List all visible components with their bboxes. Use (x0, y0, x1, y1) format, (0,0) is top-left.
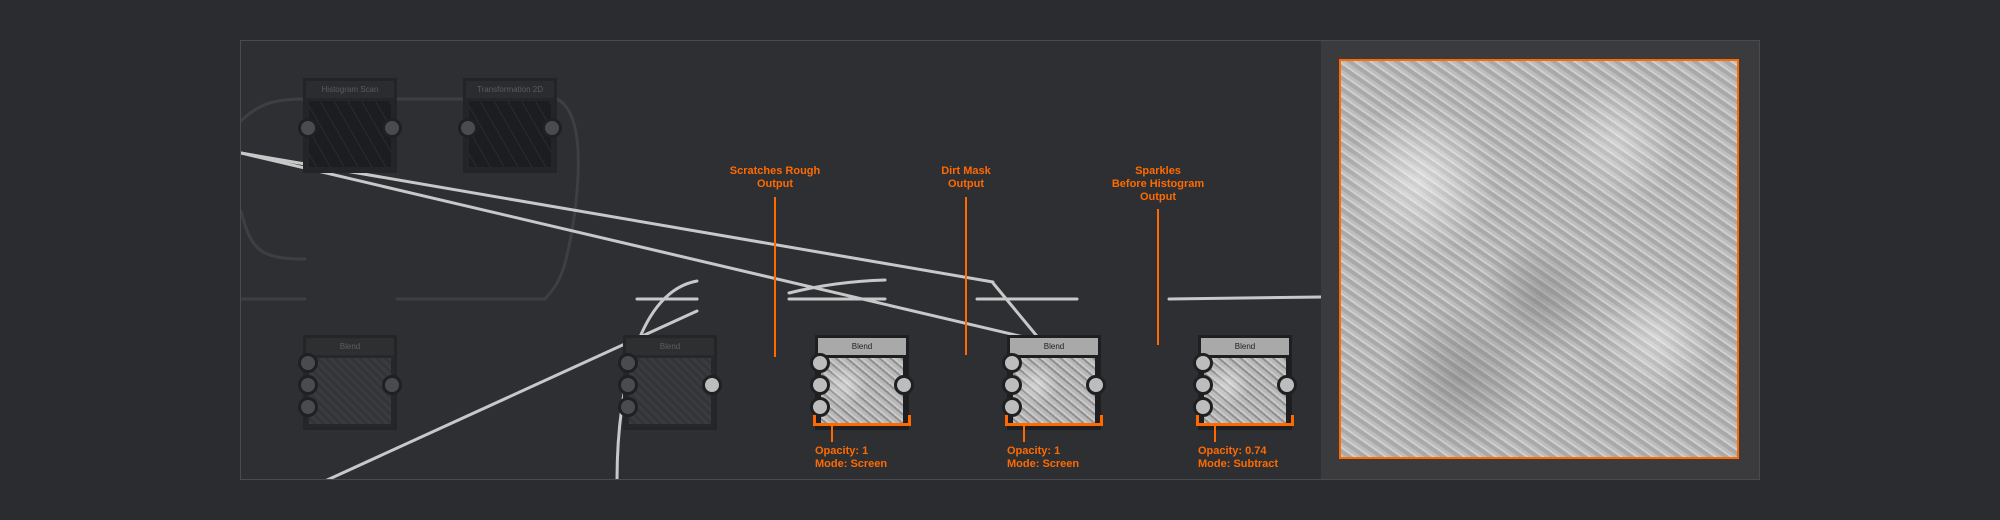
wire (1167, 295, 1321, 301)
input-port[interactable] (458, 118, 478, 138)
output-port[interactable] (702, 375, 722, 395)
annotation-line: Sparkles (1135, 165, 1181, 177)
blend-node-4[interactable]: Blend (1002, 335, 1106, 430)
node-title: Histogram Scan (306, 81, 394, 98)
node-thumbnail (309, 358, 391, 424)
graph-canvas[interactable]: Histogram Scan Transformation 2D Blend B… (241, 41, 1321, 479)
param-bracket (1005, 415, 1103, 426)
blend-5-params: Opacity: 0.74 Mode: Subtract (1198, 445, 1278, 471)
annotation-line: Dirt Mask (941, 165, 991, 177)
input-port[interactable] (810, 353, 830, 373)
output-port[interactable] (1086, 375, 1106, 395)
input-port[interactable] (298, 353, 318, 373)
output-port[interactable] (894, 375, 914, 395)
wire (787, 278, 887, 295)
wire (241, 151, 995, 284)
annotation-scratches-rough-output: Scratches Rough Output (705, 165, 845, 191)
wires (241, 97, 1321, 479)
annotation-line: Output (756, 178, 794, 190)
annotation-line: Output (1139, 191, 1177, 203)
wire (241, 209, 307, 261)
input-port[interactable] (618, 375, 638, 395)
node-thumbnail (309, 101, 391, 167)
preview-panel (1321, 41, 1759, 479)
opacity-label: Opacity: 0.74 (1198, 445, 1267, 457)
output-port[interactable] (382, 118, 402, 138)
output-port[interactable] (542, 118, 562, 138)
annotation-sparkles-output: Sparkles Before Histogram Output (1088, 165, 1228, 204)
node-thumbnail (469, 101, 551, 167)
node-title: Blend (1010, 338, 1098, 355)
input-port[interactable] (1002, 375, 1022, 395)
node-graph-panel: Histogram Scan Transformation 2D Blend B… (240, 40, 1760, 480)
param-bracket (813, 415, 911, 426)
mode-label: Mode: Screen (815, 458, 888, 470)
annotation-line: Before Histogram (1111, 178, 1205, 190)
node-title: Transformation 2D (466, 81, 554, 98)
annotation-pointer (774, 197, 776, 357)
node-title: Blend (306, 338, 394, 355)
node-title: Blend (818, 338, 906, 355)
annotation-pointer (1157, 209, 1159, 345)
mode-label: Mode: Subtract (1198, 458, 1279, 470)
input-port[interactable] (810, 397, 830, 417)
node-thumbnail (1204, 358, 1286, 424)
annotation-pointer (965, 197, 967, 355)
input-port[interactable] (1193, 375, 1213, 395)
texture-preview-image[interactable] (1339, 59, 1739, 459)
blend-3-params: Opacity: 1 Mode: Screen (815, 445, 887, 471)
param-pointer (1214, 426, 1216, 442)
wire (241, 97, 307, 123)
blend-4-params: Opacity: 1 Mode: Screen (1007, 445, 1079, 471)
input-port[interactable] (1193, 397, 1213, 417)
input-port[interactable] (618, 397, 638, 417)
node-title: Blend (626, 338, 714, 355)
input-port[interactable] (298, 397, 318, 417)
annotation-line: Scratches Rough (729, 165, 821, 177)
input-port[interactable] (298, 118, 318, 138)
blend-node-1[interactable]: Blend (298, 335, 402, 430)
histogram-scan-node[interactable]: Histogram Scan (298, 78, 402, 173)
input-port[interactable] (298, 375, 318, 395)
input-port[interactable] (1002, 397, 1022, 417)
input-port[interactable] (1193, 353, 1213, 373)
input-port[interactable] (810, 375, 830, 395)
blend-node-3[interactable]: Blend (810, 335, 914, 430)
blend-node-5[interactable]: Blend (1193, 335, 1297, 430)
annotation-dirt-mask-output: Dirt Mask Output (896, 165, 1036, 191)
param-pointer (1023, 426, 1025, 442)
node-thumbnail (1013, 358, 1095, 424)
node-thumbnail (629, 358, 711, 424)
annotation-line: Output (947, 178, 985, 190)
input-port[interactable] (618, 353, 638, 373)
node-title: Blend (1201, 338, 1289, 355)
input-port[interactable] (1002, 353, 1022, 373)
node-thumbnail (821, 358, 903, 424)
transformation-2d-node[interactable]: Transformation 2D (458, 78, 562, 173)
output-port[interactable] (382, 375, 402, 395)
opacity-label: Opacity: 1 (815, 445, 869, 457)
param-bracket (1196, 415, 1294, 426)
opacity-label: Opacity: 1 (1007, 445, 1061, 457)
mode-label: Mode: Screen (1007, 458, 1080, 470)
output-port[interactable] (1277, 375, 1297, 395)
param-pointer (831, 426, 833, 442)
blend-node-2[interactable]: Blend (618, 335, 722, 430)
